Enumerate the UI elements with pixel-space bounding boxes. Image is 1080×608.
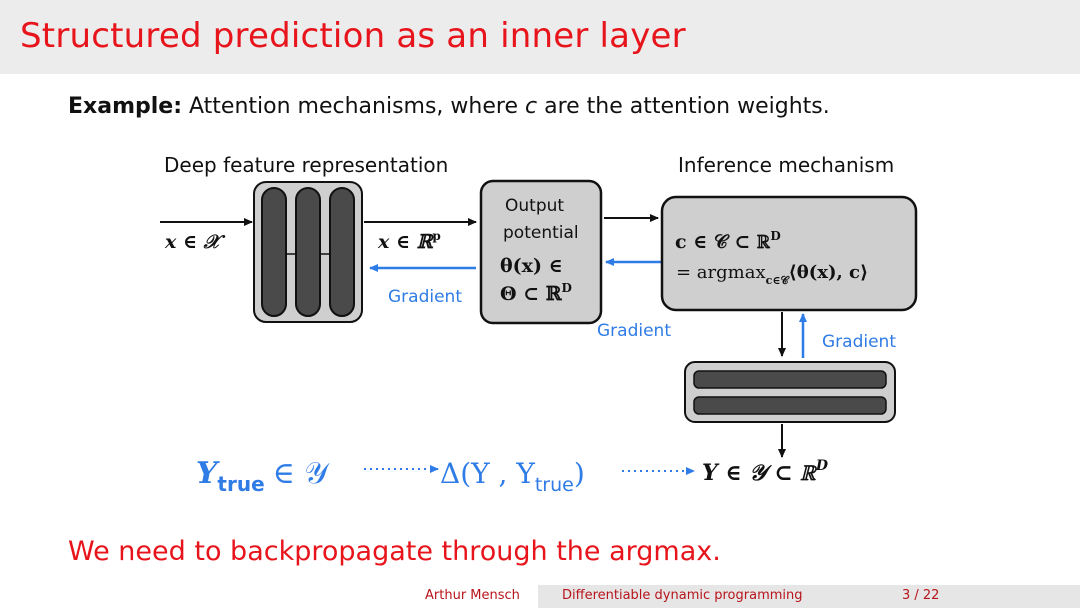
output-box-line4: Θ ⊂ ℝD [500, 281, 572, 305]
feature-label: x ∈ ℝp [377, 229, 441, 253]
footer-talk-title: Differentiable dynamic programming [562, 588, 803, 603]
inference-heading: Inference mechanism [678, 153, 894, 177]
y-true-label: Ytrue∈ 𝒴 [196, 456, 330, 496]
gradient-label-inference: Gradient [822, 332, 896, 352]
network-layer-2 [295, 187, 321, 317]
footer-right: Differentiable dynamic programming 3 / 2… [538, 585, 1080, 608]
input-label: x ∈ 𝒳 [164, 231, 226, 253]
footer-author: Arthur Mensch [425, 588, 520, 603]
output-box-line1: Output [505, 196, 564, 216]
network-layer-3 [329, 187, 355, 317]
output-potential-box [479, 179, 603, 325]
example-text-after: are the attention weights. [544, 94, 830, 119]
deep-feature-heading: Deep feature representation [164, 153, 448, 177]
title-bar: Structured prediction as an inner layer [0, 0, 1080, 74]
structure-bar-2 [693, 396, 887, 415]
footer: Arthur Mensch Differentiable dynamic pro… [0, 585, 1080, 608]
network-layer-1 [261, 187, 287, 317]
inference-line1: c ∈ 𝒞 ⊂ ℝD [675, 229, 781, 253]
loss-label: Δ(Y , Ytrue) [440, 457, 585, 496]
y-prediction-label: Y ∈ 𝒴 ⊂ ℝD [702, 458, 829, 486]
example-label: Example: [68, 94, 182, 119]
gradient-label-output: Gradient [597, 321, 671, 341]
footer-page-number: 3 / 22 [902, 588, 940, 603]
example-line: Example: Attention mechanisms, where c a… [68, 94, 830, 119]
inference-line2: = argmaxc∈𝒞⟨θ(x), c⟩ [676, 262, 868, 287]
structure-bar-1 [693, 370, 887, 389]
footer-left: Arthur Mensch [0, 585, 538, 608]
output-box-line3: θ(x) ∈ [500, 255, 563, 277]
example-text-before: Attention mechanisms, where [189, 94, 518, 119]
slide-title: Structured prediction as an inner layer [20, 16, 686, 56]
inference-box [660, 195, 918, 312]
output-box-line2: potential [503, 223, 579, 243]
example-variable: c [524, 94, 538, 119]
gradient-label-network: Gradient [388, 287, 462, 307]
conclusion-text: We need to backpropagate through the arg… [68, 536, 721, 567]
